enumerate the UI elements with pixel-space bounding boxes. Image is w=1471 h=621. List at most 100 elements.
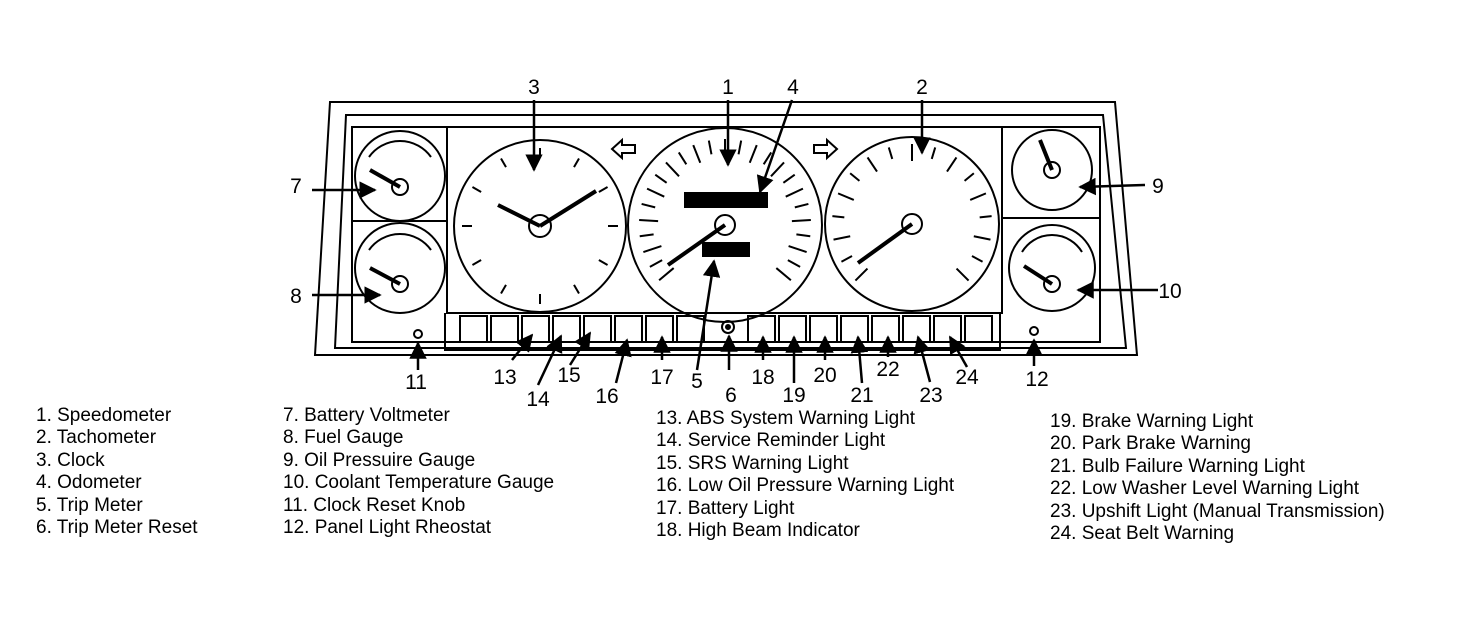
dial-tick — [692, 144, 702, 164]
callout-16: 16 — [595, 385, 618, 408]
dial-tick — [707, 140, 713, 155]
callout-22: 22 — [876, 358, 899, 381]
left-turn-arrow-icon — [610, 137, 636, 161]
leader-arrow — [1078, 177, 1146, 196]
callout-4: 4 — [787, 76, 799, 99]
legend-item: 7. Battery Voltmeter — [283, 405, 450, 426]
dial-tick — [649, 259, 663, 268]
callout-numbers: 1 2 3 4 5 6 7 8 9 10 11 12 13 14 15 16 1… — [290, 76, 1182, 411]
legend-item: 14. Service Reminder Light — [656, 430, 886, 452]
callout-15: 15 — [557, 364, 580, 387]
legend-item: 5. Trip Meter — [36, 494, 143, 516]
legend-item: 1. Speedometer — [36, 405, 172, 426]
leader-arrow — [913, 335, 932, 383]
trip-meter-display — [702, 242, 750, 257]
leader-arrow — [568, 331, 592, 366]
dial-tick — [833, 235, 851, 241]
leader-arrows — [312, 99, 1158, 386]
dial-tick — [665, 161, 680, 177]
reset-button-icon — [721, 320, 735, 334]
dial-tick — [946, 156, 958, 173]
dial-tick — [775, 267, 792, 282]
legend-column-1: 1. Speedometer 2. Tachometer 3. Clock 4.… — [36, 405, 198, 539]
dial-tick — [785, 187, 804, 198]
warning-light-slot — [809, 315, 838, 343]
leader-arrow — [756, 99, 794, 194]
legend-item: 15. SRS Warning Light — [656, 452, 849, 474]
legend-item: 19. Brake Warning Light — [1050, 411, 1254, 432]
leader-arrow — [614, 338, 632, 384]
legend-item: 10. Coolant Temperature Gauge — [283, 472, 555, 494]
legend-column-3: 13. ABS System Warning Light 14. Service… — [656, 408, 954, 542]
legend-item: 2. Tachometer — [36, 427, 157, 449]
dial-tick — [639, 233, 654, 238]
warning-light-slot — [552, 315, 581, 343]
dial-tick — [955, 267, 970, 282]
callout-19: 19 — [782, 384, 805, 407]
legend-item: 18. High Beam Indicator — [656, 519, 860, 541]
warning-light-row — [459, 315, 993, 343]
legend-column-2: 7. Battery Voltmeter 8. Fuel Gauge 9. Oi… — [283, 405, 554, 539]
dial-tick — [762, 151, 773, 165]
callout-6: 6 — [725, 384, 737, 407]
dial-tick — [770, 161, 785, 177]
dial-tick — [573, 284, 580, 295]
legend-item: 9. Oil Pressuire Gauge — [283, 449, 476, 471]
warning-light-slot — [676, 315, 705, 343]
callout-10: 10 — [1158, 280, 1181, 303]
callout-2: 2 — [916, 76, 928, 99]
battery-voltmeter-gauge — [354, 130, 446, 222]
dial-tick — [887, 147, 894, 160]
dial-tick — [471, 259, 482, 266]
legend-item: 11. Clock Reset Knob — [283, 494, 466, 516]
dial-tick — [500, 157, 507, 168]
dial-tick — [854, 267, 869, 282]
warning-light-slot — [871, 315, 900, 343]
dial-tick — [832, 215, 845, 219]
warning-light-slot — [459, 315, 488, 343]
right-turn-arrow-icon — [813, 137, 839, 161]
dial-tick — [573, 157, 580, 168]
legend-item: 23. Upshift Light (Manual Transmission) — [1050, 500, 1385, 522]
warning-light-slot — [490, 315, 519, 343]
callout-18: 18 — [751, 366, 774, 389]
dial-tick — [840, 255, 853, 263]
dial-tick — [971, 255, 984, 263]
legend-item: 22. Low Washer Level Warning Light — [1050, 478, 1360, 500]
dial-tick — [787, 259, 801, 268]
dial-tick — [471, 186, 482, 193]
coolant-temperature-gauge — [1008, 224, 1096, 312]
dial-tick — [654, 173, 668, 184]
dial-tick — [796, 233, 811, 238]
callout-3: 3 — [528, 76, 540, 99]
legend-item: 17. Battery Light — [656, 497, 795, 519]
warning-light-slot — [840, 315, 869, 343]
legend-item: 6. Trip Meter Reset — [36, 516, 198, 538]
dial-tick — [969, 192, 987, 201]
dial-tick — [973, 235, 991, 241]
warning-light-slot — [778, 315, 807, 343]
legend-item: 12. Panel Light Rheostat — [283, 516, 492, 538]
callout-8: 8 — [290, 285, 302, 308]
clock-reset-knob-icon — [413, 329, 423, 339]
dial-tick — [677, 151, 688, 165]
dial-tick — [963, 172, 975, 182]
callout-20: 20 — [813, 364, 836, 387]
dial-tick — [646, 187, 665, 198]
dial-tick — [748, 144, 758, 164]
clock-dial — [453, 139, 627, 313]
tachometer-dial — [824, 136, 1000, 312]
leader-arrow — [850, 335, 869, 384]
legend-item: 13. ABS System Warning Light — [656, 408, 916, 429]
legend-item: 4. Odometer — [36, 472, 142, 494]
warning-light-slot — [645, 315, 674, 343]
callout-9: 9 — [1152, 175, 1164, 198]
callout-1: 1 — [722, 76, 734, 99]
speedometer-dial — [627, 127, 823, 323]
legend-item: 24. Seat Belt Warning — [1050, 522, 1235, 544]
legend-item: 8. Fuel Gauge — [283, 427, 404, 449]
callout-12: 12 — [1025, 368, 1048, 391]
dial-tick — [500, 284, 507, 295]
callout-7: 7 — [290, 175, 302, 198]
